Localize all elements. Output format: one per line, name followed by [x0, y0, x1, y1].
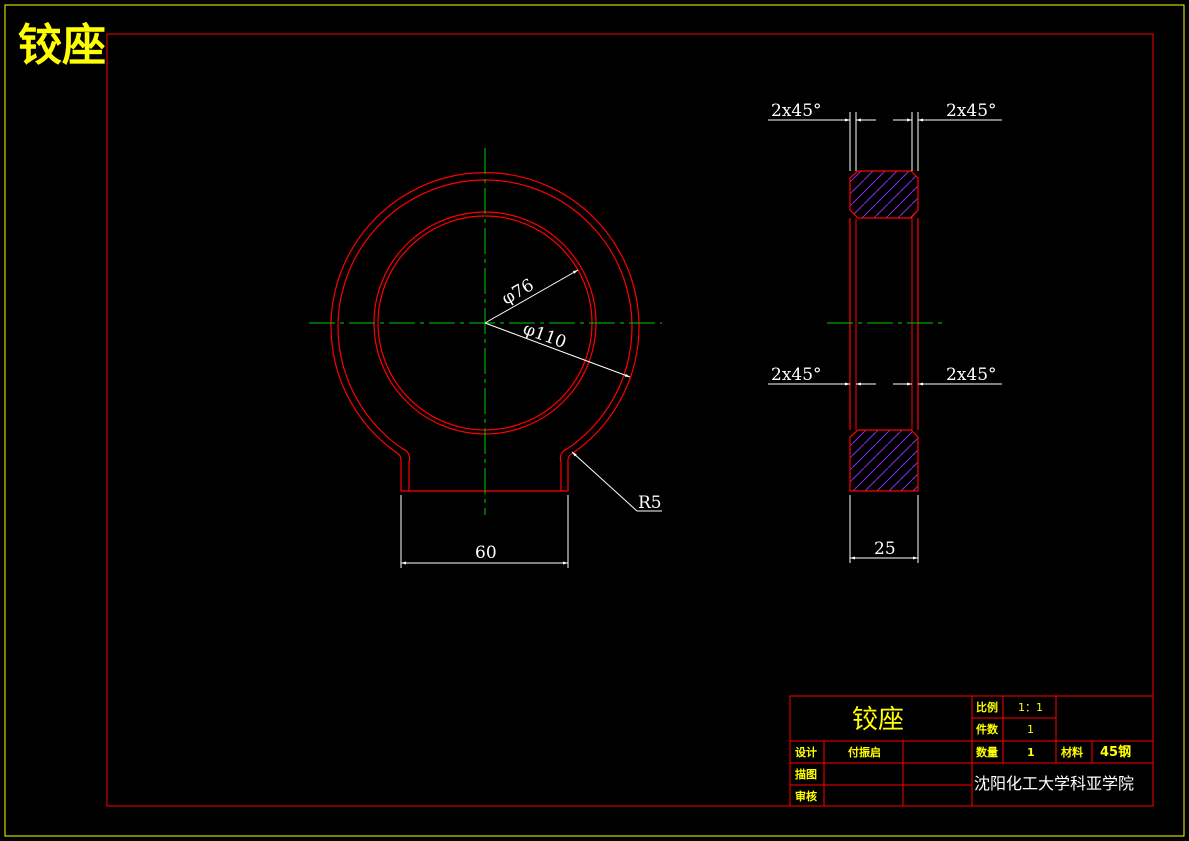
outer-frame [4, 4, 1185, 837]
tb-part-name: 铰座 [852, 705, 904, 735]
tb-designer: 付振启 [848, 745, 881, 759]
tb-quantity-label: 数量 [976, 745, 998, 759]
tb-school: 沈阳化工大学科亚学院 [974, 774, 1134, 793]
tb-pieces-value: 1 [1027, 723, 1034, 736]
tb-quantity-value: 1 [1027, 746, 1035, 759]
section-bottom [849, 429, 919, 492]
tb-design-label: 设计 [795, 745, 817, 759]
side-dimensions [768, 112, 1002, 563]
dim-width: 60 [475, 543, 497, 563]
dim-chamfer-mid-right: 2x45° [946, 365, 997, 385]
inner-frame [106, 33, 1154, 807]
dim-outer-diameter: φ110 [520, 319, 569, 353]
tb-pieces-label: 件数 [976, 722, 999, 736]
front-center-lines [309, 148, 662, 515]
dim-chamfer-top-right: 2x45° [946, 101, 997, 121]
tb-scale-label: 比例 [976, 700, 998, 714]
front-dimensions [400, 269, 662, 568]
title-block [789, 695, 1154, 807]
tb-draw-label: 描图 [795, 767, 817, 781]
tb-check-label: 审核 [795, 789, 817, 803]
dim-thickness: 25 [874, 539, 896, 559]
dim-chamfer-top-left: 2x45° [771, 101, 822, 121]
dim-radius: R5 [638, 493, 662, 513]
dim-chamfer-mid-left: 2x45° [771, 365, 822, 385]
section-top [849, 170, 919, 219]
tb-material-value: 45钢 [1100, 744, 1131, 760]
tb-scale-value: 1：1 [1018, 701, 1043, 714]
outer-contour [330, 172, 640, 492]
tb-material-label: 材料 [1061, 745, 1083, 759]
side-view [849, 170, 919, 492]
drawing-title: 铰座 [18, 20, 106, 71]
